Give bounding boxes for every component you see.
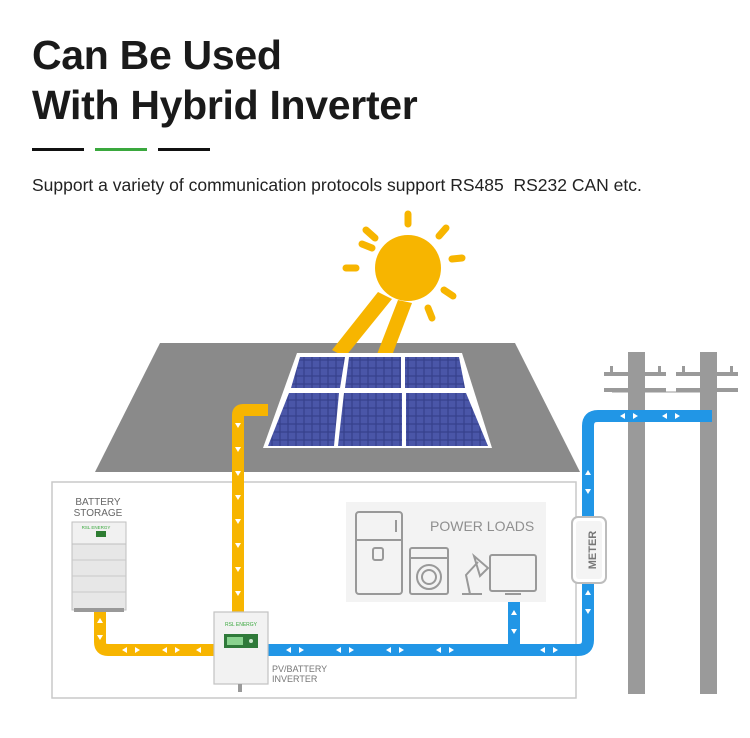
inverter-brand: RSL ENERGY [225, 622, 258, 628]
title-line-1: Can Be Used [32, 32, 282, 78]
utility-pole-icon [604, 352, 738, 694]
divider-green [95, 148, 147, 151]
divider-black-right [158, 148, 210, 151]
power-loads-label: POWER LOADS [430, 518, 534, 534]
inverter-label-line-1: PV/BATTERY [272, 664, 327, 674]
battery-brand: RSL ENERGY [82, 525, 111, 530]
washing-machine-icon [409, 547, 449, 595]
inverter [213, 611, 269, 692]
subtitle: Support a variety of communication proto… [32, 175, 642, 195]
power-loads-panel [346, 502, 546, 602]
title-line-2: With Hybrid Inverter [32, 82, 418, 128]
sun-icon [332, 210, 466, 366]
battery-label-line-2: STORAGE [74, 508, 123, 519]
pv-flow-line [232, 404, 268, 612]
battery-flow-line [94, 610, 214, 656]
battery-label-line-1: BATTERY [75, 497, 121, 508]
desk-lamp-icon [462, 553, 490, 595]
meter-label: METER [587, 531, 599, 570]
battery-storage [71, 521, 127, 612]
page-title: Can Be Used With Hybrid Inverter [32, 30, 418, 130]
inverter-label-line-2: INVERTER [272, 674, 318, 684]
divider-black-left [32, 148, 84, 151]
fridge-icon [355, 511, 403, 595]
tv-icon [489, 554, 537, 595]
meter [571, 516, 607, 584]
solar-panel-icon [263, 353, 492, 448]
